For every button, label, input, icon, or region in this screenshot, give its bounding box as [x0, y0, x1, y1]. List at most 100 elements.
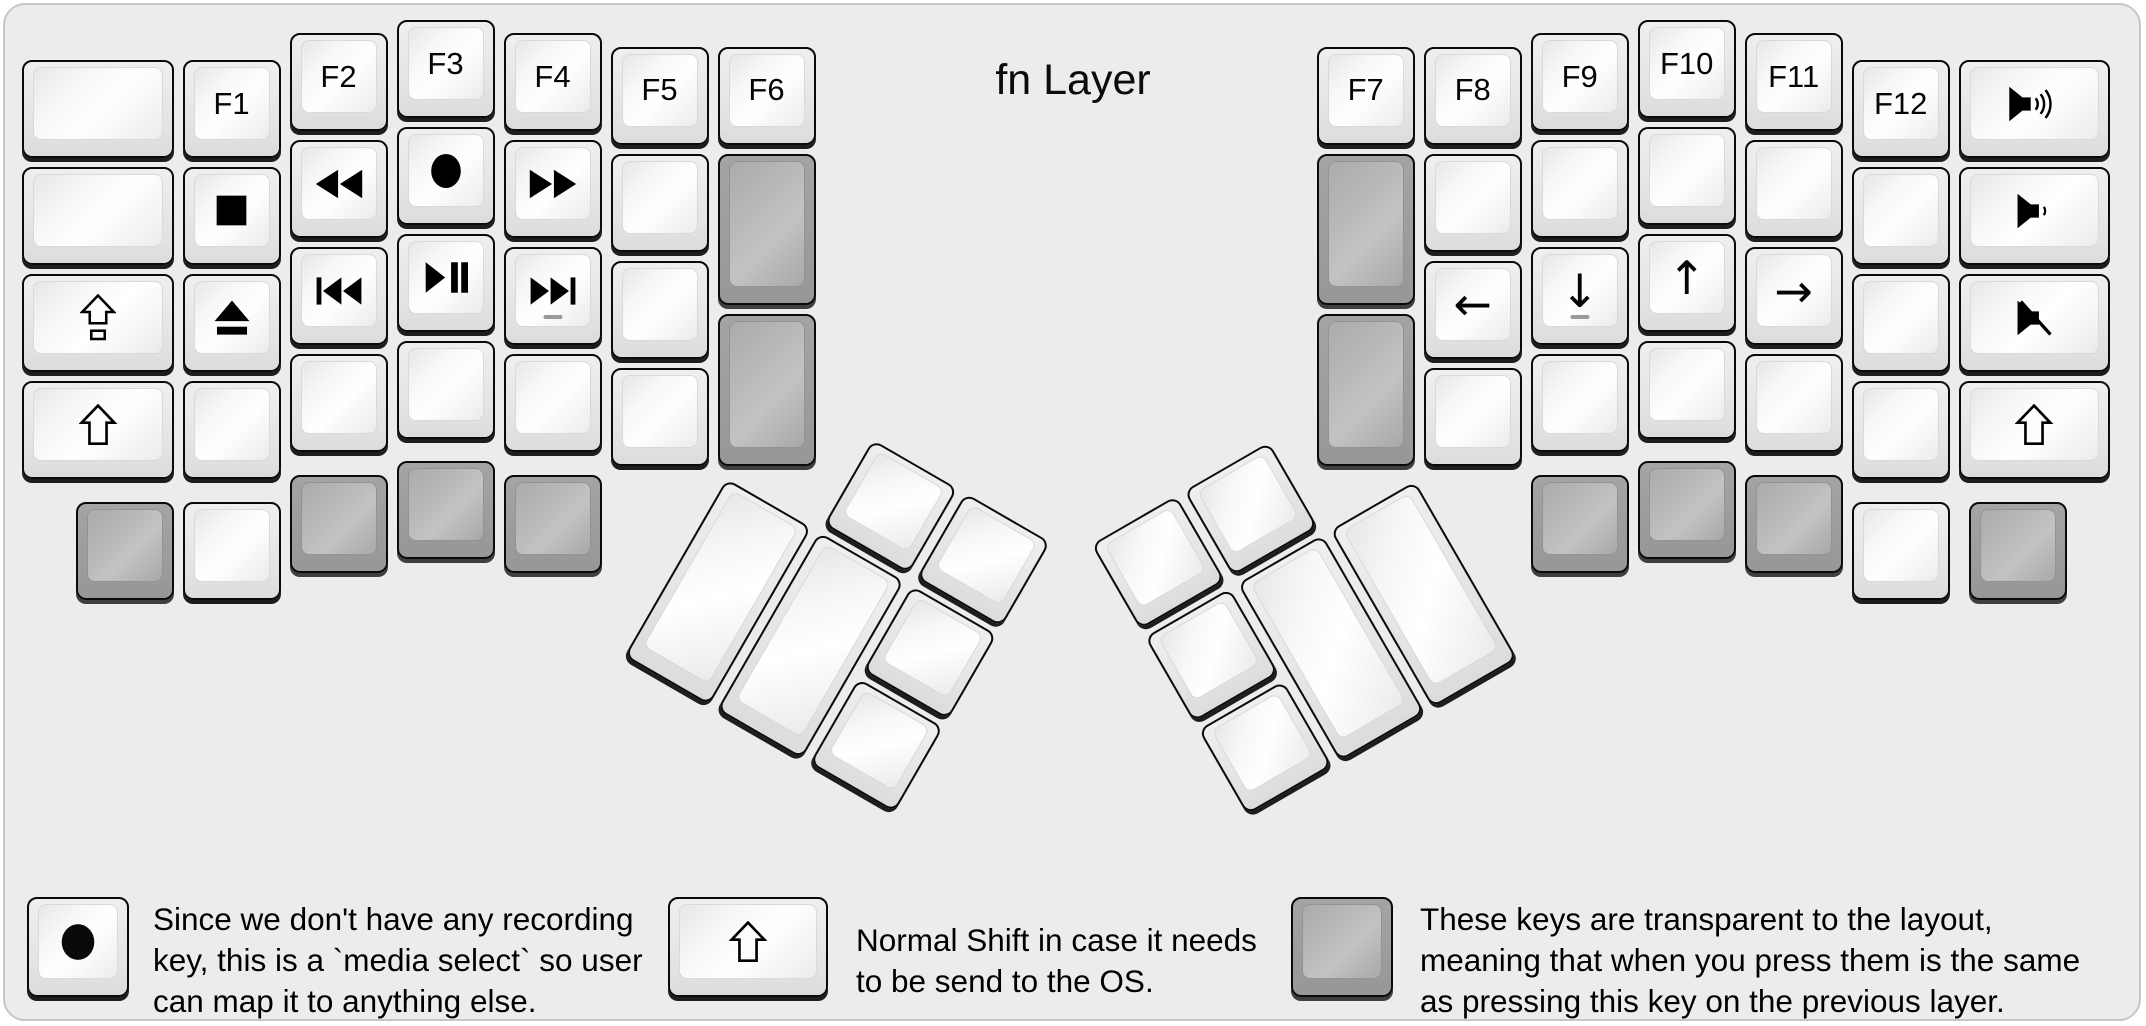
- key-stop[interactable]: [182, 167, 281, 266]
- key-f5[interactable]: F5: [610, 46, 709, 145]
- homing-bump: [543, 315, 562, 320]
- key-l-c4-r4[interactable]: [396, 341, 495, 439]
- key-l-c6-r3[interactable]: [610, 260, 709, 359]
- key-prev-track[interactable]: [289, 247, 388, 346]
- prev-track-icon: [316, 277, 361, 305]
- key-label: ↑: [1667, 250, 1706, 305]
- key-eject[interactable]: [182, 274, 281, 373]
- key-l-bottom-4[interactable]: [396, 461, 495, 560]
- key-f4[interactable]: F4: [503, 33, 602, 132]
- legend-key-transparent: [1291, 897, 1393, 997]
- key-l-bottom-2[interactable]: [182, 501, 281, 600]
- legend-text-shift: Normal Shift in case it needs to be send…: [856, 920, 1257, 1002]
- key-label: F1: [213, 85, 250, 121]
- key-r-c6-r3[interactable]: [1851, 274, 1950, 373]
- key-next-track[interactable]: [503, 247, 602, 346]
- legend-key-record: [27, 897, 129, 997]
- key-f10[interactable]: F10: [1637, 20, 1736, 118]
- key-shift-left[interactable]: [22, 381, 174, 480]
- shift-icon: [2015, 403, 2054, 445]
- key-l-c6-r2[interactable]: [610, 153, 709, 252]
- key-l-outer-r2[interactable]: [22, 167, 174, 266]
- key-l-bottom-1[interactable]: [75, 501, 174, 600]
- legend-line: Normal Shift in case it needs: [856, 922, 1257, 958]
- key-label: F3: [427, 45, 464, 81]
- key-f7[interactable]: F7: [1316, 46, 1415, 145]
- key-r-c3-r2[interactable]: [1530, 140, 1629, 239]
- key-label: F4: [534, 58, 571, 94]
- key-label: →: [1774, 263, 1813, 318]
- homing-bump: [1570, 315, 1590, 320]
- key-r-bottom-3[interactable]: [1530, 474, 1629, 573]
- key-arrow-left[interactable]: ←: [1423, 260, 1522, 359]
- fast-forward-icon: [529, 169, 576, 199]
- key-mute[interactable]: [1958, 274, 2111, 373]
- key-r-c3-r4[interactable]: [1530, 354, 1629, 453]
- key-play-pause[interactable]: [396, 234, 495, 332]
- record-icon: [61, 923, 95, 960]
- mute-icon: [2017, 300, 2053, 336]
- key-f2[interactable]: F2: [289, 33, 388, 132]
- key-l-c5-r4[interactable]: [503, 354, 602, 453]
- key-shift-right[interactable]: [1958, 381, 2111, 480]
- key-volume-up[interactable]: [1958, 60, 2111, 159]
- record-icon: [430, 153, 461, 188]
- rewind-icon: [315, 169, 362, 199]
- key-l-bottom-5[interactable]: [503, 474, 602, 573]
- eject-icon: [214, 300, 249, 335]
- key-caps-lock[interactable]: [22, 274, 174, 373]
- volume-up-icon: [2009, 86, 2053, 121]
- key-l-inner-1[interactable]: [717, 153, 816, 306]
- key-label: ↓: [1560, 263, 1599, 318]
- key-l-outer-r1[interactable]: [22, 60, 174, 159]
- key-label: F12: [1873, 85, 1928, 121]
- key-f11[interactable]: F11: [1744, 33, 1843, 132]
- layer-title: fn Layer: [995, 56, 1151, 104]
- key-l-bottom-3[interactable]: [289, 474, 388, 573]
- key-r-c2-r2[interactable]: [1423, 153, 1522, 252]
- play-pause-icon: [425, 262, 468, 293]
- key-label: F10: [1659, 45, 1714, 81]
- key-f3[interactable]: F3: [396, 20, 495, 118]
- legend-line: key, this is a `media select` so user: [153, 942, 643, 978]
- key-volume-down[interactable]: [1958, 167, 2111, 266]
- key-r-bottom-4[interactable]: [1637, 461, 1736, 560]
- key-r-c5-r2[interactable]: [1744, 140, 1843, 239]
- key-arrow-right[interactable]: →: [1744, 247, 1843, 346]
- key-record[interactable]: [396, 127, 495, 225]
- key-r-c5-r4[interactable]: [1744, 354, 1843, 453]
- key-f6[interactable]: F6: [717, 46, 816, 145]
- key-rewind[interactable]: [289, 140, 388, 239]
- key-arrow-down[interactable]: ↓: [1530, 247, 1629, 346]
- key-r-bottom-5[interactable]: [1744, 474, 1843, 573]
- key-l-inner-2[interactable]: [717, 314, 816, 466]
- key-r-c6-r4[interactable]: [1851, 381, 1950, 480]
- key-label: F6: [748, 72, 785, 108]
- key-arrow-up[interactable]: ↑: [1637, 234, 1736, 332]
- key-f8[interactable]: F8: [1423, 46, 1522, 145]
- key-label: F2: [320, 58, 357, 94]
- key-r-c2-r4[interactable]: [1423, 367, 1522, 466]
- key-label: F8: [1454, 72, 1491, 108]
- stop-icon: [216, 195, 247, 226]
- key-r-bottom-2[interactable]: [1851, 501, 1950, 600]
- legend-text-record: Since we don't have any recording key, t…: [153, 899, 643, 1022]
- key-f1[interactable]: F1: [182, 60, 281, 159]
- key-r-inner-2[interactable]: [1316, 314, 1415, 466]
- key-l-c3-r4[interactable]: [289, 354, 388, 453]
- legend-line: meaning that when you press them is the …: [1420, 942, 2081, 978]
- key-l-c6-r4[interactable]: [610, 367, 709, 466]
- key-label: F9: [1561, 58, 1598, 94]
- volume-down-icon: [2017, 193, 2047, 228]
- key-r-c6-r2[interactable]: [1851, 167, 1950, 266]
- key-fast-forward[interactable]: [503, 140, 602, 239]
- key-f12[interactable]: F12: [1851, 60, 1950, 159]
- shift-icon: [729, 920, 767, 962]
- key-l-c2-r4[interactable]: [182, 381, 281, 480]
- key-r-bottom-1[interactable]: [1969, 501, 2068, 600]
- key-r-c4-r2[interactable]: [1637, 127, 1736, 225]
- key-f9[interactable]: F9: [1530, 33, 1629, 132]
- key-r-inner-1[interactable]: [1316, 153, 1415, 306]
- key-r-c4-r4[interactable]: [1637, 341, 1736, 439]
